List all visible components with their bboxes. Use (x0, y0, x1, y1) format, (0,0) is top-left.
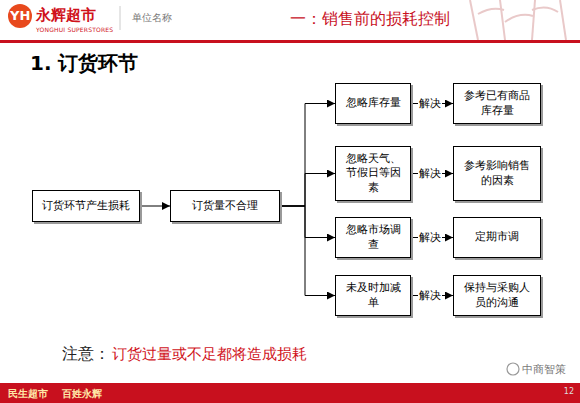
box-text: 订货量不合理 (192, 199, 258, 213)
connector-arrow (140, 206, 170, 207)
box-text: 忽略库存量 (346, 96, 401, 110)
edge-label: 解决 (418, 167, 442, 180)
footer-slogan: 百姓永辉 (62, 387, 102, 401)
process-box: 订货量不合理 (170, 190, 280, 222)
connector-arrow (280, 174, 335, 207)
box-text: 保持与采购人员的沟通 (459, 281, 535, 310)
footer-slogan: 民生超市 (8, 387, 48, 401)
logo-mark (8, 4, 32, 28)
box-text: 参考已有商品库存量 (459, 89, 535, 118)
box-text: 未及时加减单 (341, 281, 405, 310)
watermark: 中商智策 (522, 362, 566, 377)
header-band (0, 0, 580, 40)
connector-arrow (280, 104, 335, 207)
connector-arrow (280, 206, 335, 296)
process-box: 保持与采购人员的沟通 (453, 275, 541, 316)
box-text: 忽略天气、节假日等因素 (341, 152, 405, 195)
section-heading: 1. 订货环节 (30, 50, 138, 77)
page-number: 12 (564, 387, 574, 396)
edge-label: 解决 (418, 231, 442, 244)
process-box: 忽略市场调查 (335, 217, 411, 258)
slide-title: 一：销售前的损耗控制 (290, 9, 450, 30)
process-box: 未及时加减单 (335, 275, 411, 316)
edge-label: 解决 (418, 97, 442, 110)
logo-letters: YH (10, 8, 30, 23)
box-text: 忽略市场调查 (341, 223, 405, 252)
header-divider (120, 6, 121, 30)
process-box: 参考已有商品库存量 (453, 83, 541, 124)
box-text: 定期市调 (475, 230, 519, 244)
logo-subtitle: YONGHUI SUPERSTORES (36, 26, 113, 33)
logo-name: 永辉超市 (36, 6, 96, 25)
bamboo-decoration (470, 0, 566, 40)
footer-bar (0, 383, 580, 403)
connector-arrow (280, 206, 335, 238)
watermark-icon (507, 363, 519, 375)
process-box: 忽略库存量 (335, 83, 411, 124)
header-rule (0, 40, 580, 43)
note-text: 订货过量或不足都将造成损耗 (112, 345, 307, 364)
unit-name: 单位名称 (132, 11, 172, 25)
process-box: 订货环节产生损耗 (32, 190, 140, 222)
edge-label: 解决 (418, 289, 442, 302)
note-prefix: 注意： (62, 344, 110, 365)
box-text: 参考影响销售的因素 (459, 159, 535, 188)
process-box: 忽略天气、节假日等因素 (335, 146, 411, 201)
process-box: 参考影响销售的因素 (453, 146, 541, 201)
process-box: 定期市调 (453, 217, 541, 258)
box-text: 订货环节产生损耗 (42, 199, 130, 213)
